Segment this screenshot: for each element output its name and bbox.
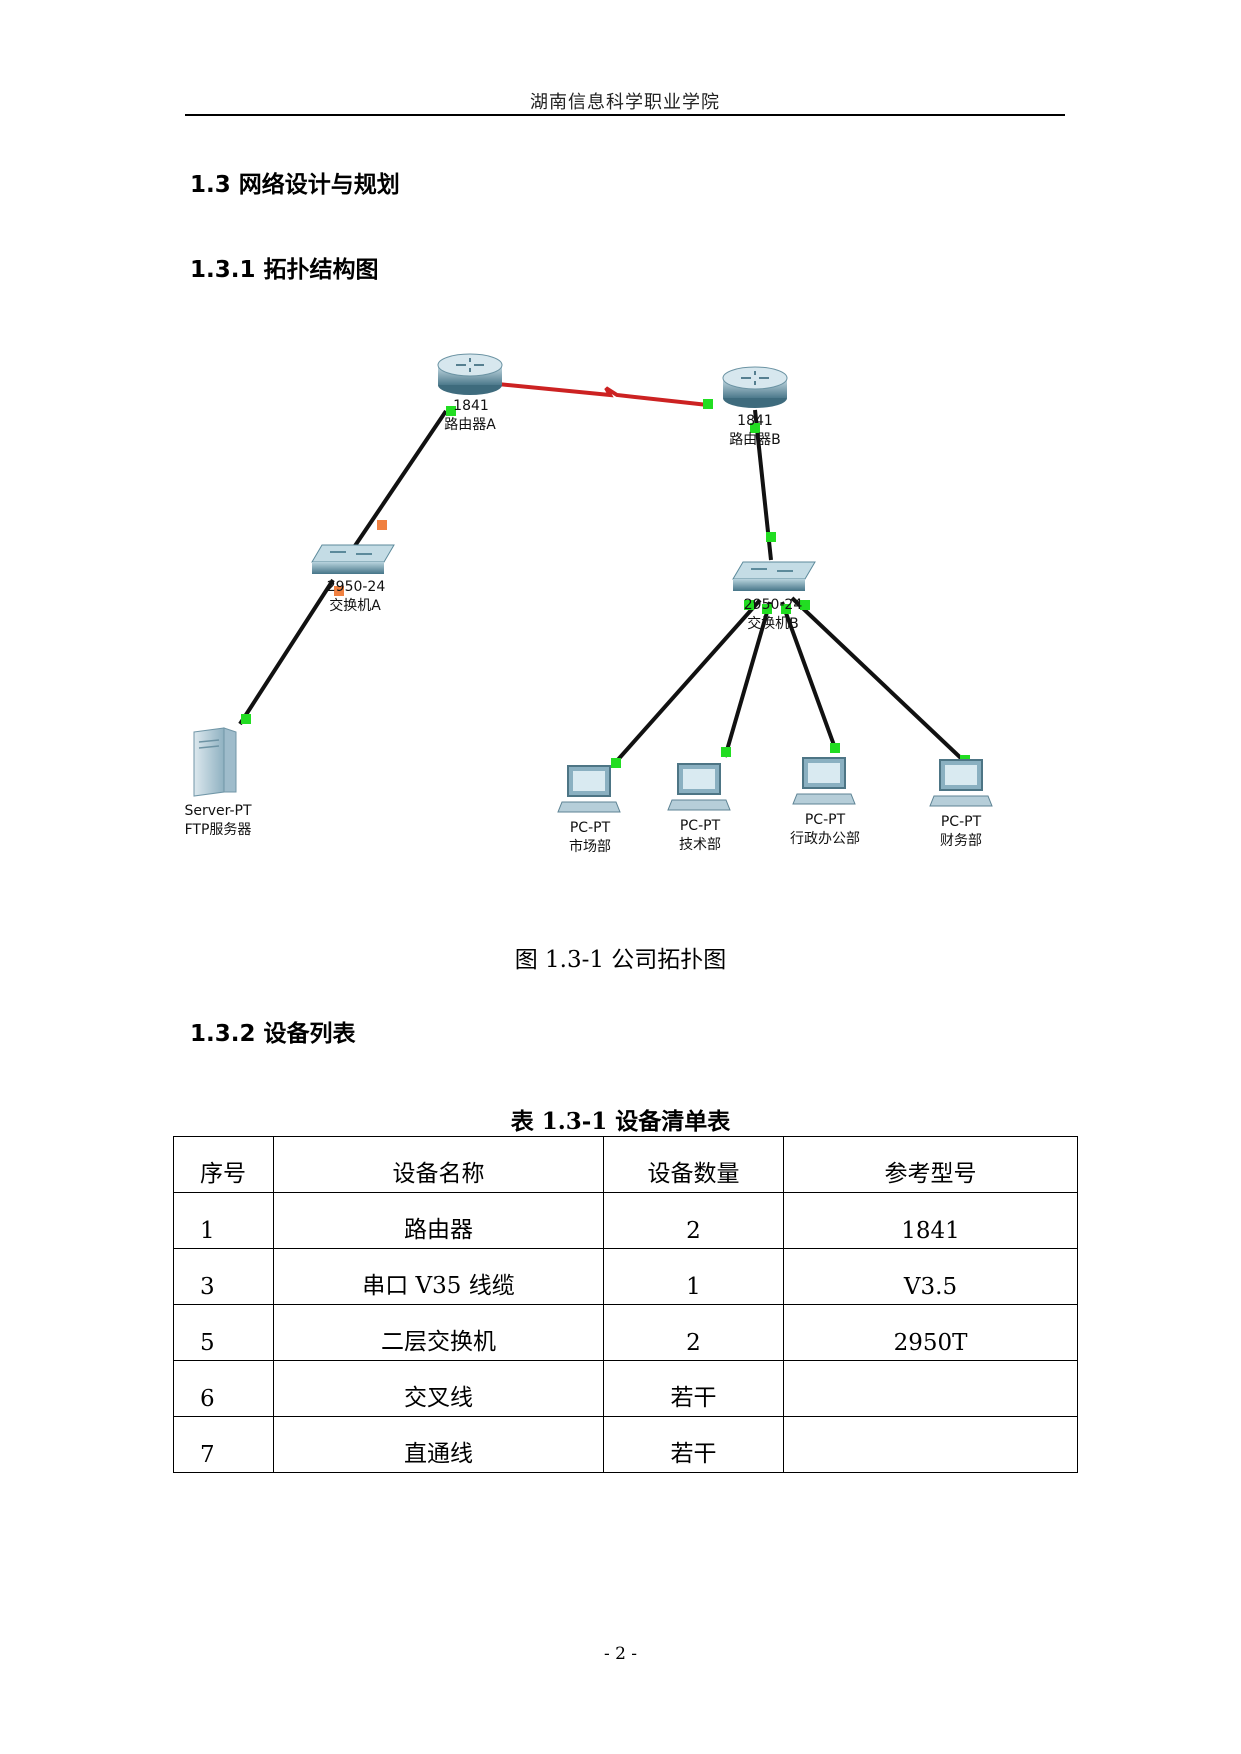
topology-diagram: 1841 路由器A 1841 路由器B 2950-24 交换机A 2950-24… xyxy=(184,353,993,855)
pc-finance-model: PC-PT xyxy=(941,814,982,830)
server-model: Server-PT xyxy=(184,803,252,819)
switch-b-model: 2950-24 xyxy=(744,597,803,613)
pc-technology-name: 技术部 xyxy=(679,837,721,853)
table-header-row: 序号 设备名称 设备数量 参考型号 xyxy=(173,1136,1078,1193)
pc-icon xyxy=(667,763,731,811)
router-b-model: 1841 xyxy=(737,413,773,429)
pc-finance-name: 财务部 xyxy=(940,833,982,849)
table-row: 6 交叉线 若干 xyxy=(173,1360,1078,1417)
pc-technology[interactable]: PC-PT 技术部 xyxy=(667,763,731,853)
serial-link xyxy=(456,378,709,407)
table-cell: 7 xyxy=(173,1416,274,1473)
router-a-name: 路由器A xyxy=(444,417,496,433)
switch-icon xyxy=(732,561,816,591)
pc-icon xyxy=(792,757,856,805)
table-cell: 2950T xyxy=(783,1304,1078,1361)
switch-a-name: 交换机A xyxy=(329,597,381,614)
table-cell: 串口 V35 线缆 xyxy=(273,1248,604,1305)
table-cell xyxy=(783,1360,1078,1417)
pc-technology-model: PC-PT xyxy=(680,818,721,834)
device-table: 序号 设备名称 设备数量 参考型号 1 路由器 2 1841 3 串口 V35 … xyxy=(173,1136,1078,1473)
switch-b-name: 交换机B xyxy=(747,615,799,632)
pc-finance[interactable]: PC-PT 财务部 xyxy=(929,759,993,849)
table-cell: 交叉线 xyxy=(273,1360,604,1417)
link-switchA-server xyxy=(238,578,335,726)
link-routerA-switchA xyxy=(340,409,448,567)
table-header-cell: 序号 xyxy=(173,1136,274,1193)
network-links xyxy=(238,378,967,765)
pc-marketing-model: PC-PT xyxy=(570,820,611,836)
pc-icon xyxy=(557,765,621,813)
table-cell: 5 xyxy=(173,1304,274,1361)
table-cell: 3 xyxy=(173,1248,274,1305)
link-switchB-pc3 xyxy=(780,601,837,749)
section-heading-1-3-1: 1.3.1 拓扑结构图 xyxy=(190,257,379,283)
table-cell: 1841 xyxy=(783,1192,1078,1249)
table-cell: 1 xyxy=(603,1248,784,1305)
table-row: 7 直通线 若干 xyxy=(173,1416,1078,1473)
figure-caption: 图 1.3-1 公司拓扑图 xyxy=(514,947,727,973)
pc-icon xyxy=(929,759,993,807)
table-cell: 若干 xyxy=(603,1360,784,1417)
table-cell: 路由器 xyxy=(273,1192,604,1249)
table-cell: 1 xyxy=(173,1192,274,1249)
section-heading-1-3-2: 1.3.2 设备列表 xyxy=(190,1021,356,1047)
table-cell: 若干 xyxy=(603,1416,784,1473)
router-icon xyxy=(437,353,503,395)
server-icon xyxy=(193,727,237,797)
router-icon xyxy=(722,366,788,408)
switch-b[interactable]: 2950-24 交换机B xyxy=(732,561,816,632)
switch-icon xyxy=(311,544,395,574)
pc-admin-office-model: PC-PT xyxy=(805,812,846,828)
table-row: 1 路由器 2 1841 xyxy=(173,1192,1078,1249)
table-cell: V3.5 xyxy=(783,1248,1078,1305)
table-cell xyxy=(783,1416,1078,1473)
section-heading-1-3: 1.3 网络设计与规划 xyxy=(190,172,400,198)
link-switchB-pc4 xyxy=(790,596,967,764)
router-b-name: 路由器B xyxy=(729,432,781,448)
header-rule xyxy=(185,114,1065,116)
switch-a-model: 2950-24 xyxy=(327,579,386,595)
pc-marketing[interactable]: PC-PT 市场部 xyxy=(557,765,621,855)
page-header: 湖南信息科学职业学院 xyxy=(530,92,720,113)
link-switchB-pc1 xyxy=(613,598,762,765)
table-header-cell: 设备数量 xyxy=(603,1136,784,1193)
ftp-server[interactable]: Server-PT FTP服务器 xyxy=(184,727,252,838)
table-cell: 6 xyxy=(173,1360,274,1417)
table-header-cell: 参考型号 xyxy=(783,1136,1078,1193)
link-switchB-pc2 xyxy=(723,601,772,758)
pc-admin-office-name: 行政办公部 xyxy=(790,831,860,847)
table-row: 3 串口 V35 线缆 1 V3.5 xyxy=(173,1248,1078,1305)
router-a-model: 1841 xyxy=(453,398,489,414)
switch-a[interactable]: 2950-24 交换机A xyxy=(311,544,395,614)
table-header-cell: 设备名称 xyxy=(273,1136,604,1193)
pc-admin-office[interactable]: PC-PT 行政办公部 xyxy=(790,757,860,847)
table-cell: 二层交换机 xyxy=(273,1304,604,1361)
router-a[interactable]: 1841 路由器A xyxy=(437,353,503,433)
page-number: - 2 - xyxy=(603,1644,638,1664)
table-cell: 2 xyxy=(603,1192,784,1249)
router-b[interactable]: 1841 路由器B xyxy=(722,366,788,448)
table-cell: 2 xyxy=(603,1304,784,1361)
server-name: FTP服务器 xyxy=(185,822,252,838)
table-row: 5 二层交换机 2 2950T xyxy=(173,1304,1078,1361)
pc-marketing-name: 市场部 xyxy=(569,838,611,855)
table-cell: 直通线 xyxy=(273,1416,604,1473)
table-title: 表 1.3-1 设备清单表 xyxy=(510,1108,731,1135)
